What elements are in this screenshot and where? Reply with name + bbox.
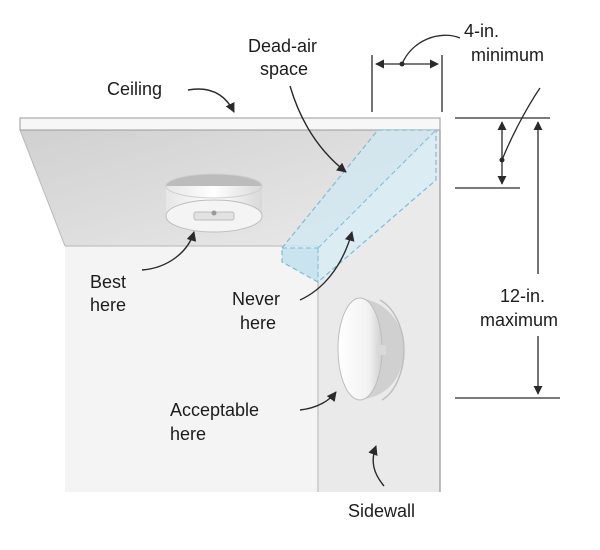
min-dim-label-line2: minimum (471, 45, 544, 65)
dead-air-label-line2: space (260, 59, 308, 79)
max-dim-label-line1: 12-in. (500, 286, 545, 306)
dead-air-leader (289, 85, 347, 173)
dead-air-top-face (282, 130, 436, 248)
ceiling-label: Ceiling (107, 79, 162, 99)
ceiling-leader (187, 88, 235, 113)
dimension-ceiling-offset (455, 87, 550, 189)
dimension-12in (455, 121, 560, 399)
leader-arrows (141, 85, 385, 487)
best-label-line2: here (90, 295, 126, 315)
best-leader (141, 231, 197, 271)
max-dim-label-line2: maximum (480, 310, 558, 330)
acceptable-label-line1: Acceptable (170, 400, 259, 420)
never-leader (299, 231, 355, 301)
ceiling-wall-edge (19, 129, 66, 247)
never-label-line2: here (240, 313, 276, 333)
acceptable-label-line2: here (170, 424, 206, 444)
sidewall-label: Sidewall (348, 501, 415, 521)
dead-air-front-face (282, 248, 318, 282)
sidewall-smoke-detector (337, 297, 405, 401)
best-label-line1: Best (90, 272, 126, 292)
dimension-4in (371, 34, 461, 112)
dead-air-inner-edge (317, 129, 437, 249)
min-dim-label-line1: 4-in. (464, 21, 499, 41)
dead-air-outline (281, 129, 437, 283)
acceptable-leader (299, 391, 337, 411)
text-labels: Ceiling Dead-air space 4-in. minimum Bes… (90, 21, 558, 521)
never-label-line1: Never (232, 289, 280, 309)
ceiling-edge (19, 117, 441, 131)
sidewall-leader (368, 445, 385, 487)
dead-air-label-line1: Dead-air (248, 36, 317, 56)
ceiling-smoke-detector (165, 173, 263, 233)
